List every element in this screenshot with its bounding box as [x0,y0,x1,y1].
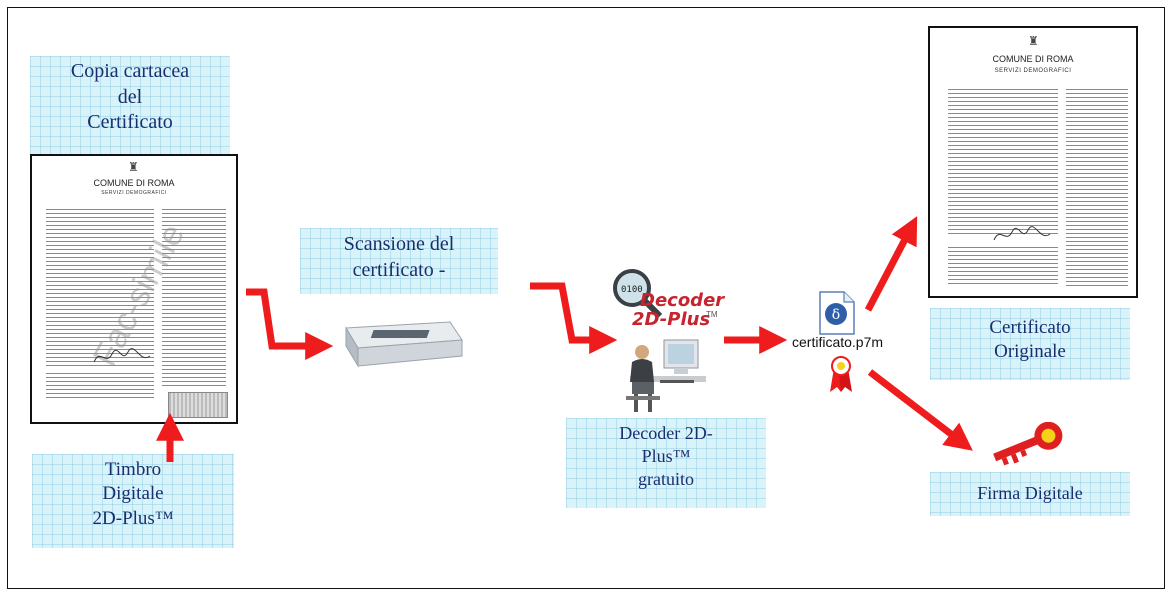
arrow-p7m-to-original [864,216,918,312]
doc-header: COMUNE DI ROMA [93,178,175,188]
arrow-scanner-to-decoder [530,282,618,354]
arrow-p7m-to-key [867,369,973,451]
doc-original-footer [948,244,1058,284]
doc-footer-text [46,370,154,400]
label-timbro-line3: 2D-Plus™ [92,507,174,529]
doc-original-body [948,86,1058,236]
paper-certificate: ♜ COMUNE DI ROMA SERVIZI DEMOGRAFICI Fac… [30,154,238,424]
arrow-paper-to-scanner [246,288,334,360]
digital-stamp-2d [168,392,228,418]
doc-original-side [1066,86,1128,286]
decoder-logo: 0100 Decoder 2D-Plus TM [610,266,724,336]
label-timbro-line1: Timbro [104,459,162,480]
label-decoder: Decoder 2D- Plus™ gratuito [566,418,766,508]
label-timbro: Timbro Digitale 2D-Plus™ [32,454,234,548]
label-timbro-line2: Digitale [102,483,164,505]
label-decoder-line1: Decoder 2D- [619,423,713,443]
svg-text:0100: 0100 [621,285,643,295]
scanner-icon [345,321,463,368]
decoder-logo-tm: TM [706,310,718,319]
label-decoder-line3: gratuito [638,469,694,490]
pc-user-icon [626,339,706,412]
doc-header-original: COMUNE DI ROMA [992,54,1074,64]
diagram-frame [7,7,1165,589]
signature-icon-original [993,226,1051,241]
doc-subheader-original: SERVIZI DEMOGRAFICI [994,68,1072,74]
label-decoder-line2: Plus™ [641,446,691,467]
label-copia-line3: Certificato [87,111,173,134]
seal-ribbon-icon [830,356,852,392]
magnifier-icon: 0100 [613,269,663,319]
key-icon [993,422,1063,466]
crest-icon-original: ♜ [1028,34,1039,48]
signature-icon [93,348,151,363]
label-scansione: Scansione del certificato - [300,228,498,294]
decoder-logo-line1: Decoder [640,290,725,311]
label-originale-line1: Certificato [989,317,1071,338]
p7m-file-icon: δ [819,291,855,335]
label-copia-cartacea: Copia cartacea del Certificato [30,56,230,154]
svg-text:δ: δ [832,307,840,323]
label-originale-line2: Originale [994,341,1066,363]
label-originale: Certificato Originale [930,308,1130,380]
doc-side-text [162,206,226,386]
label-scansione-line1: Scansione del [343,233,455,255]
label-copia-line2: del [117,85,143,108]
crest-icon: ♜ [128,160,139,174]
decoder-logo-line2: 2D-Plus [632,309,711,330]
label-firma: Firma Digitale [930,472,1130,516]
label-firma-text: Firma Digitale [977,483,1083,503]
label-scansione-line2: certificato - [352,258,446,281]
p7m-file-name: certificato.p7m [792,334,884,350]
original-certificate: ♜ COMUNE DI ROMA SERVIZI DEMOGRAFICI [928,26,1138,298]
doc-body-text [46,206,154,366]
label-copia-line1: Copia cartacea [70,60,190,82]
doc-subheader: SERVIZI DEMOGRAFICI [101,190,167,196]
